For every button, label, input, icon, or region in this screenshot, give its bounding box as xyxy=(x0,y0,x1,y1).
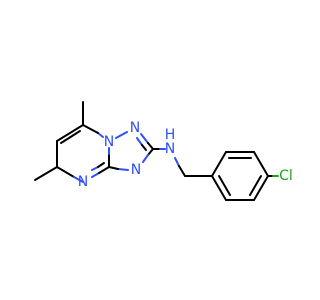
amine-bond xyxy=(178,165,186,177)
triazole-bond xyxy=(142,154,149,163)
triazole-bond xyxy=(115,131,128,139)
ring-bond-double xyxy=(97,162,105,168)
atom-label-h: H xyxy=(165,127,176,143)
atom-label-n: N xyxy=(78,174,88,190)
atom-label-cl: Cl xyxy=(279,168,293,184)
triazole-bond xyxy=(147,148,154,156)
amine-bond xyxy=(174,157,180,167)
atom-label-n: N xyxy=(104,134,114,150)
ring-bond xyxy=(91,172,100,178)
ring-bond xyxy=(56,166,75,178)
benzene-bond xyxy=(253,175,269,201)
benzene-bond-double xyxy=(249,175,262,196)
triazole-bond-double xyxy=(141,144,147,151)
atom-label-nh: N xyxy=(165,141,175,157)
structure-canvas: N N N N N H Cl xyxy=(34,101,293,201)
ring-bond xyxy=(97,132,104,138)
benzene-bond xyxy=(253,151,269,177)
triazole-bond xyxy=(147,142,154,150)
atom-label-n: N xyxy=(131,162,141,178)
ring-bond xyxy=(82,124,99,134)
benzene-bond xyxy=(211,175,227,201)
ring-bond xyxy=(56,124,84,142)
triazole-bond-double xyxy=(136,137,143,146)
ring-bond-double xyxy=(60,130,81,144)
methyl-bond-left xyxy=(34,166,58,181)
triazole-bond xyxy=(108,166,119,170)
benzene-bond xyxy=(211,151,227,177)
triazole-bond xyxy=(117,168,129,171)
benzene-bond-double xyxy=(218,175,231,196)
triazole-bond xyxy=(140,133,149,144)
molecule-structure: N N N N N H Cl xyxy=(34,101,293,201)
ring-bond-double xyxy=(91,166,99,171)
ring-bond xyxy=(73,176,84,183)
ring-bond xyxy=(98,166,110,174)
atom-label-n: N xyxy=(130,120,140,136)
